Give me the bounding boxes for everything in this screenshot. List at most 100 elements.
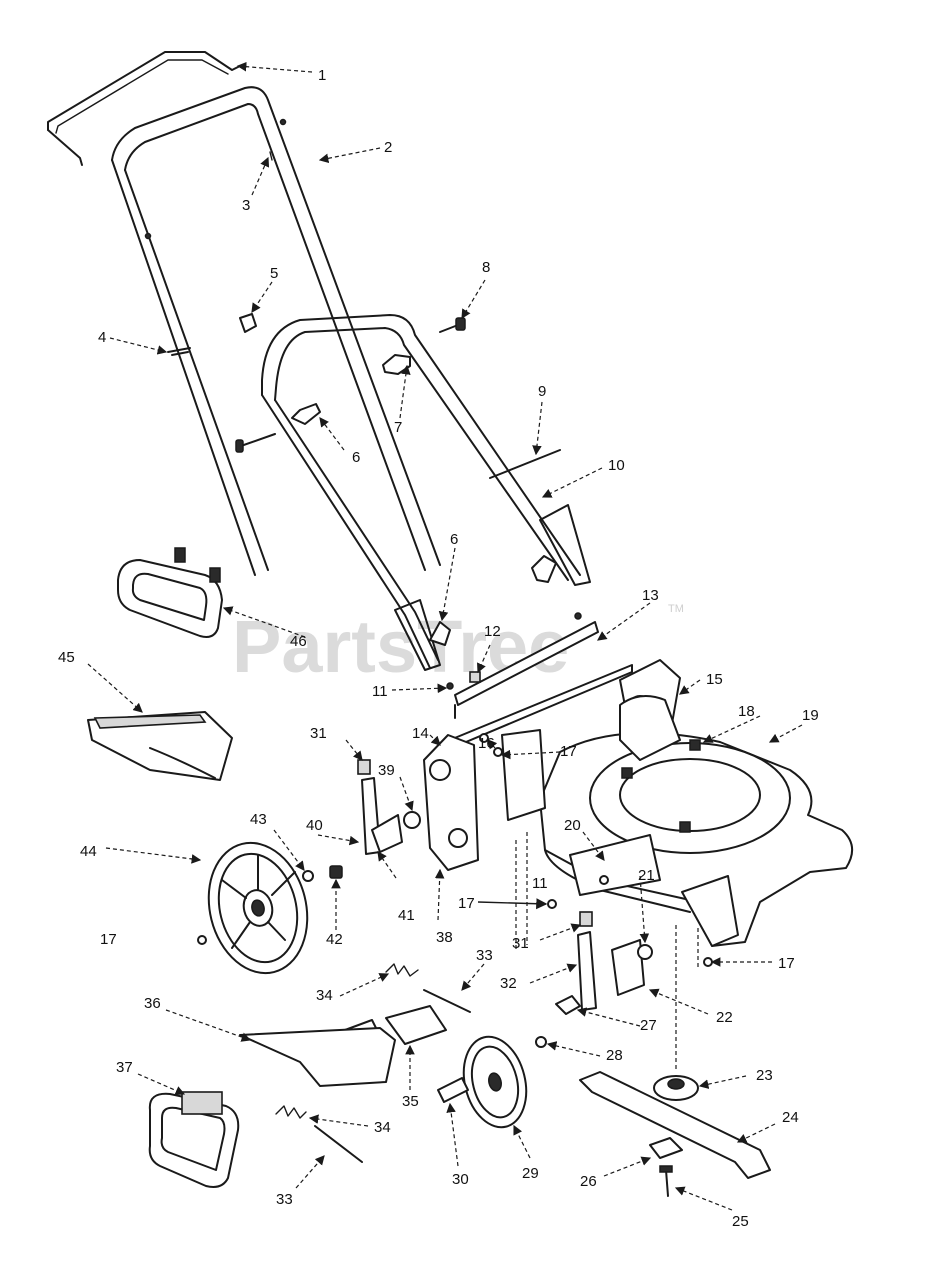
callout-5: 5 [270,265,278,282]
lever-grip-right [579,911,593,927]
wheel-knob [555,995,581,1015]
handle-knob [382,354,411,375]
callout-43: 43 [250,811,267,828]
callout-17-right: 17 [778,955,795,972]
callout-20: 20 [564,817,581,834]
callout-11-lower: 11 [532,875,548,892]
callout-9: 9 [538,383,546,400]
deck-nut [599,875,609,885]
axle-bolt [437,1077,469,1103]
callout-21: 21 [638,867,655,884]
callout-4: 4 [98,329,106,346]
wheel-washer [535,1036,547,1048]
rear-shield [87,711,233,781]
callout-46: 46 [290,633,307,650]
hinge-bracket [385,1005,447,1045]
callout-37: 37 [116,1059,133,1076]
rear-wheel [207,841,309,975]
lower-handle [261,314,591,671]
callout-8: 8 [482,259,490,276]
callout-1: 1 [318,67,326,84]
callout-31: 31 [310,725,327,742]
callout-26: 26 [580,1173,597,1190]
small-nut-left [197,935,207,945]
callout-23: 23 [756,1067,773,1084]
hinge-rod-upper [423,989,471,1013]
callout-33-lower: 33 [276,1191,293,1208]
callout-labels: 1 2 3 5 8 4 9 7 6 10 6 13 46 12 45 15 11… [58,67,819,1230]
watermark-trademark: TM [668,603,684,615]
callout-12: 12 [484,623,501,640]
callout-18: 18 [738,703,755,720]
callout-41: 41 [398,907,415,924]
callout-39: 39 [378,762,395,779]
callout-10: 10 [608,457,625,474]
mower-deck [539,695,853,947]
mulch-plug [239,1027,396,1087]
callout-35: 35 [402,1093,419,1110]
callout-32: 32 [500,975,517,992]
wheel-bracket-left [423,734,479,871]
callout-38: 38 [436,929,453,946]
callout-13: 13 [642,587,659,604]
callout-33: 33 [476,947,493,964]
rear-hinge-rod [444,612,633,751]
callout-31-lower: 31 [512,935,529,952]
cable-clip [167,347,191,356]
callout-27: 27 [640,1017,657,1034]
leader-lines [87,61,803,1211]
front-wheel [462,1035,528,1129]
adjuster-plate [611,939,645,996]
grass-bag-lower [148,1091,240,1188]
grass-bag-frame [117,547,223,638]
callout-17-left: 17 [100,931,117,948]
callout-22: 22 [716,1009,733,1026]
upper-handle [111,86,441,576]
handle-clip [239,313,257,333]
spring-upper [385,963,419,977]
lever-grip [357,759,371,775]
callout-45: 45 [58,649,75,666]
callout-24: 24 [782,1109,799,1126]
callout-42: 42 [326,931,343,948]
watermark-text: PartsTree [232,605,569,688]
spring-lower [275,1105,307,1119]
adapter-hub [667,1078,685,1090]
mower-blade [579,1071,771,1179]
lever-plate [371,814,403,853]
hex-bolt [329,865,343,879]
small-nut-mid [479,733,489,743]
callout-44: 44 [80,843,97,860]
pivot-bushing [637,944,653,960]
height-adjust-lever-right [577,931,597,1011]
handle-bolt [439,317,466,333]
callout-34: 34 [316,987,333,1004]
callout-11: 11 [372,683,388,700]
callout-17-mid: 17 [458,895,475,912]
callout-30: 30 [452,1171,469,1188]
handle-knob-lower [235,403,321,453]
callout-6: 6 [352,449,360,466]
callout-28: 28 [606,1047,623,1064]
hinge-rod-lower [314,1125,363,1163]
blade-bolt-head [659,1165,673,1173]
callout-7: 7 [394,419,402,436]
callout-14: 14 [412,725,429,742]
small-nut-center [547,899,557,909]
hex-nut [302,870,314,882]
callout-16: 16 [478,735,495,752]
small-nut-right [703,957,713,967]
callout-25: 25 [732,1213,749,1230]
handle-rod [489,449,561,479]
callout-15: 15 [706,671,723,688]
callout-17: 17 [560,743,577,760]
cable-tie-shape [269,151,273,161]
control-bail [47,51,241,166]
blade-bolt [665,1169,669,1197]
handle-knob-right [531,555,557,583]
small-nut-upper [493,747,503,757]
callout-6-lower: 6 [450,531,458,548]
callout-40: 40 [306,817,323,834]
washer [403,811,421,829]
